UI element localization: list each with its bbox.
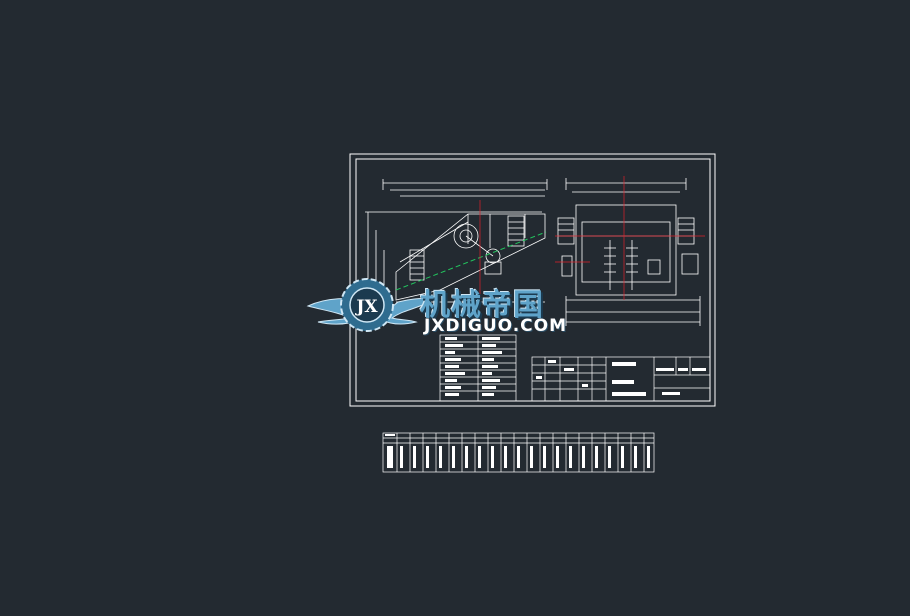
end-view	[557, 178, 701, 326]
parts-list-text	[385, 434, 650, 468]
title-block	[531, 356, 711, 402]
sheet-outer-border	[349, 153, 716, 407]
screen-deck-line	[395, 231, 547, 291]
spec-table	[439, 334, 517, 402]
watermark-logo: JX	[306, 278, 431, 332]
title-block-text	[536, 360, 706, 396]
watermark-badge: JX	[354, 297, 378, 317]
spec-table-text	[445, 337, 502, 396]
watermark-title: 机械帝国	[420, 288, 544, 323]
right-wing-icon	[377, 298, 431, 325]
watermark-url: JXDIGUO.COM	[424, 316, 568, 336]
parts-list-table	[382, 432, 655, 473]
